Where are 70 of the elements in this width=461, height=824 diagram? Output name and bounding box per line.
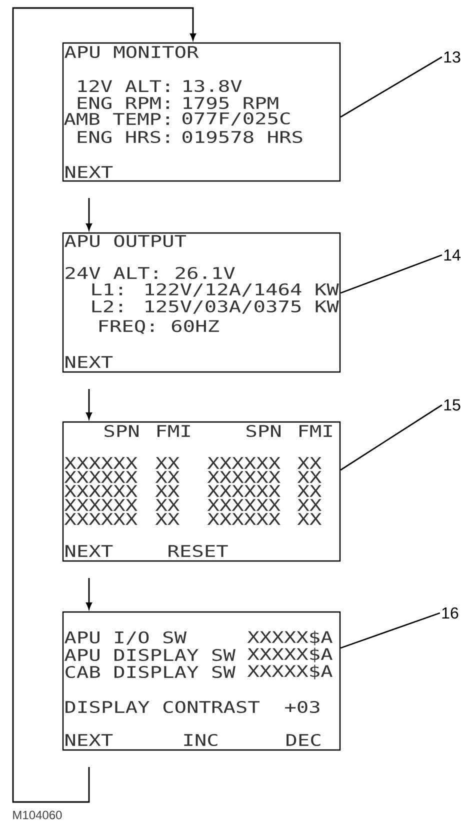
display-text: DEC bbox=[286, 734, 320, 746]
display-text: NEXT bbox=[66, 545, 113, 557]
display-text: FREQ: 60HZ bbox=[100, 320, 219, 334]
display-text: XXXXXX bbox=[207, 499, 280, 511]
display-text: NEXT bbox=[66, 734, 113, 746]
display-text: XX bbox=[297, 485, 322, 497]
display-text: INC bbox=[184, 734, 218, 746]
display-text: 019578 HRS bbox=[182, 130, 302, 144]
flow-arrow bbox=[86, 389, 92, 420]
display-text: XX bbox=[155, 485, 180, 497]
display-text: FMI bbox=[158, 425, 190, 437]
leader-line bbox=[340, 254, 442, 294]
display-text: RESET bbox=[168, 544, 228, 558]
display-text: XXXXXX bbox=[207, 485, 280, 497]
display-text: CAB DISPLAY SW bbox=[66, 666, 236, 678]
display-text: XXXXXX bbox=[207, 471, 280, 483]
callout-number: 14 bbox=[444, 250, 460, 260]
display-text: 13.8V bbox=[184, 80, 242, 92]
display-text: XXXXXX bbox=[64, 457, 138, 469]
return-arrow bbox=[12, 7, 196, 803]
display-text: ENG HRS: bbox=[78, 130, 169, 144]
display-text: XX bbox=[297, 499, 322, 511]
display-text: XX bbox=[155, 457, 180, 469]
display-text: NEXT bbox=[66, 166, 113, 178]
display-text: APU OUTPUT bbox=[64, 234, 186, 248]
display-text: XX bbox=[297, 513, 322, 525]
display-text: XXXXXX bbox=[64, 513, 138, 525]
callout-number: 16 bbox=[442, 607, 458, 619]
display-text: XXXXXX bbox=[207, 457, 280, 469]
display-text: SPN bbox=[246, 424, 281, 438]
display-text: 1795 RPM bbox=[184, 96, 278, 110]
figure-number: M104060 bbox=[13, 810, 62, 820]
display-text: APU I/O SW bbox=[64, 631, 187, 645]
display-text: APU DISPLAY SW bbox=[64, 648, 236, 662]
display-text: XXXXXX bbox=[64, 485, 138, 497]
callout-number: 13 bbox=[444, 51, 460, 63]
display-text: XX bbox=[297, 457, 322, 469]
display-text: XX bbox=[155, 471, 180, 483]
display-text: DISPLAY CONTRAST bbox=[66, 700, 260, 714]
display-text: XXXXX$A bbox=[247, 648, 332, 662]
display-text: L1: 122V/12A/1464 KW bbox=[92, 283, 339, 297]
display-text: APU MONITOR bbox=[64, 46, 199, 58]
display-text: XXXXXX bbox=[207, 513, 280, 525]
display-screen bbox=[62, 421, 341, 562]
display-text: AMB TEMP: bbox=[64, 113, 169, 125]
display-text: +03 bbox=[285, 700, 320, 714]
display-screen bbox=[62, 42, 341, 182]
leader-line bbox=[340, 56, 442, 118]
display-text: 24V ALT: 26.1V bbox=[66, 266, 235, 280]
flow-arrow bbox=[86, 578, 92, 610]
display-text: ENG RPM: bbox=[78, 96, 169, 110]
display-text: 12V ALT: bbox=[78, 80, 169, 92]
display-text: XX bbox=[155, 513, 180, 525]
callout-number: 15 bbox=[444, 399, 460, 411]
display-text: 077F/025C bbox=[182, 112, 290, 126]
display-text: XX bbox=[155, 499, 180, 511]
display-text: XXXXX$A bbox=[247, 664, 332, 680]
display-text: XXXXXX bbox=[64, 471, 138, 483]
display-text: SPN bbox=[104, 424, 139, 438]
leader-line bbox=[340, 612, 440, 649]
display-text: FMI bbox=[300, 425, 332, 437]
display-text: XXXXX$A bbox=[247, 630, 332, 646]
display-text: L2: 125V/03A/0375 KW bbox=[92, 300, 339, 314]
leader-line bbox=[340, 404, 442, 471]
flow-arrow bbox=[86, 198, 92, 230]
display-text: NEXT bbox=[66, 356, 113, 368]
display-screen bbox=[62, 611, 341, 751]
display-text: XX bbox=[297, 471, 322, 483]
display-screen bbox=[62, 232, 341, 373]
display-text: XXXXXX bbox=[64, 499, 138, 511]
